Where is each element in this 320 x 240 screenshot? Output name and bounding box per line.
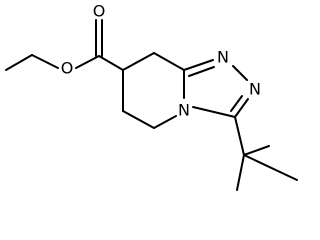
bond-c3-tbutyl — [234, 116, 245, 156]
atom-label-upper-nitrogen: N — [217, 48, 229, 67]
atom-label-ring-nitrogen: N — [178, 101, 190, 120]
bond-n2-c3-double-inner — [230, 95, 243, 112]
bond-tbutyl-methyl-left — [236, 154, 245, 191]
chemical-structure-diagram: O O N N N — [5, 2, 298, 191]
atom-label-ester-oxygen: O — [61, 59, 74, 78]
bond-o-carbonyl-carbon — [75, 55, 100, 69]
bond-c8a-n1-double-inner — [188, 66, 215, 77]
bond-ethyl-ch3-ch2 — [5, 54, 33, 71]
bond-c3-n4 — [192, 106, 236, 118]
atom-label-right-nitrogen: N — [249, 80, 261, 99]
bond-tbutyl-methyl-top — [243, 145, 270, 156]
bond-c5-c6 — [122, 110, 155, 129]
bond-carbonyl-to-ring — [98, 55, 124, 71]
atom-label-carbonyl-oxygen: O — [93, 2, 106, 21]
bond-tbutyl-methyl-right — [243, 154, 298, 181]
bond-n1-n2 — [232, 65, 248, 81]
bond-c8a-n1-double-outer — [183, 59, 214, 71]
bond-n2-c3-double-outer — [234, 98, 249, 118]
bond-n4-c5 — [153, 115, 177, 129]
bond-c7-c8 — [122, 52, 155, 71]
bond-c8-c8a — [153, 52, 185, 71]
bond-ethyl-ch2-o — [31, 54, 59, 69]
